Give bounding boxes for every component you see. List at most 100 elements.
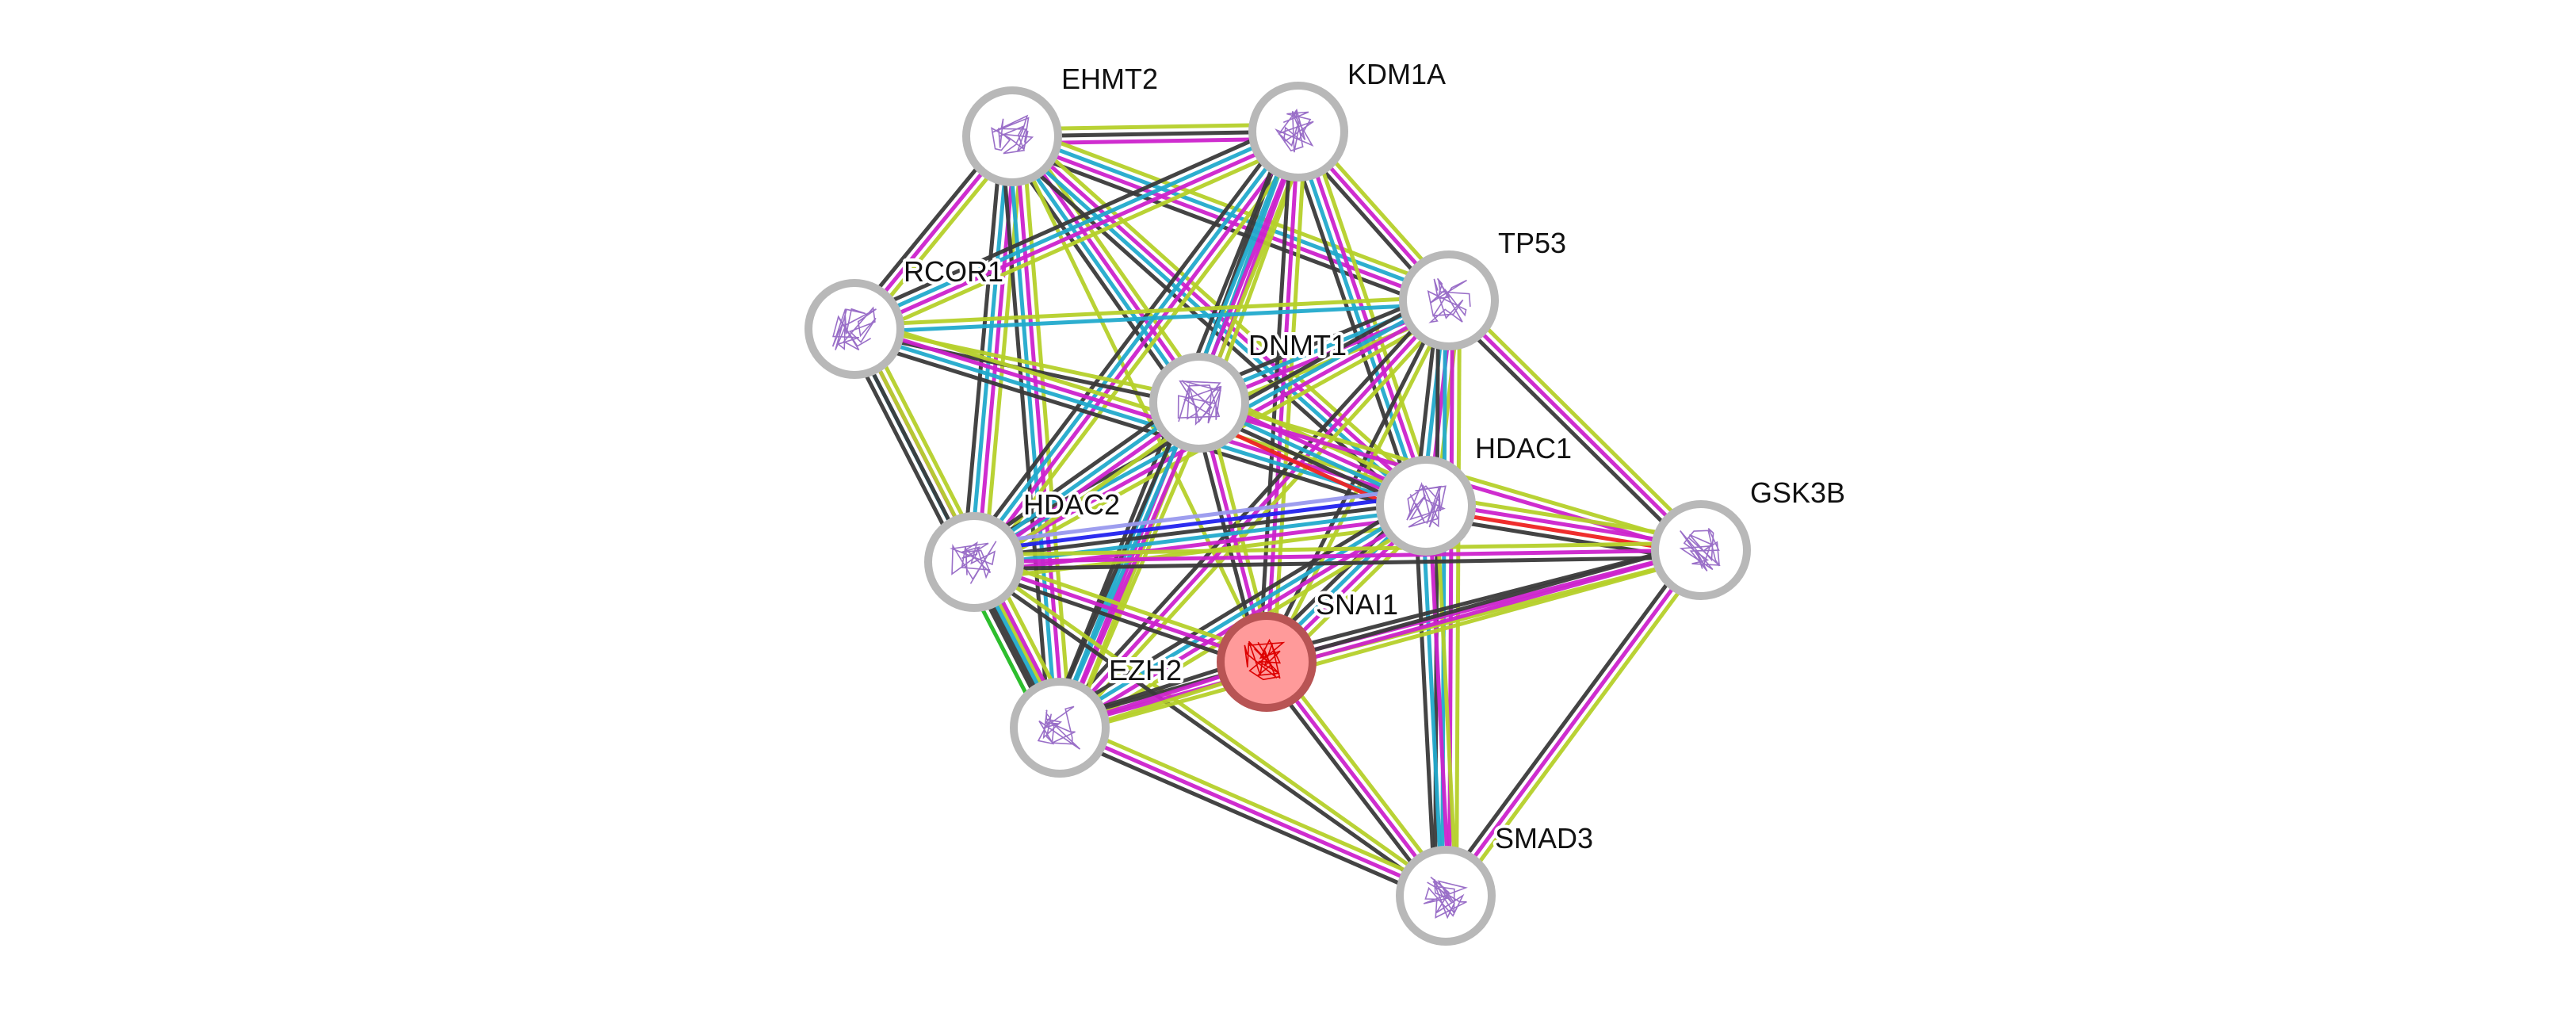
node-label: SNAI1 bbox=[1316, 588, 1398, 621]
edge-textmining-line bbox=[976, 553, 1270, 657]
edge-coexpression-line bbox=[970, 563, 1445, 900]
edge-tp53-rcor1[interactable] bbox=[854, 295, 1450, 335]
edge-textmining-line bbox=[975, 557, 1450, 895]
edge-coexpression-line bbox=[1056, 732, 1444, 904]
edge-experiments-line bbox=[975, 132, 1303, 566]
node-label: EHMT2 bbox=[1061, 63, 1158, 95]
edge-textmining-line bbox=[858, 140, 1304, 341]
edge-coexpression-line bbox=[1257, 131, 1294, 662]
edges-layer bbox=[843, 120, 1709, 904]
edge-experiments-line bbox=[1427, 505, 1451, 896]
edge-databases-line bbox=[1007, 137, 1198, 407]
edge-databases-line bbox=[969, 136, 1011, 562]
edge-databases-line bbox=[854, 301, 1450, 335]
node-circle[interactable] bbox=[1149, 353, 1249, 453]
protein-structure-icon bbox=[1423, 876, 1468, 920]
node-label: EZH2 bbox=[1109, 654, 1182, 686]
edge-hdac1-smad3[interactable] bbox=[1413, 505, 1458, 897]
edge-tp53-gsk3b[interactable] bbox=[1442, 293, 1708, 557]
node-kdm1a[interactable]: KDM1A bbox=[1248, 55, 1449, 182]
edge-experiments-line bbox=[975, 514, 1428, 575]
edge-coexpression-line bbox=[1442, 304, 1698, 557]
node-ehmt2[interactable]: EHMT2 bbox=[962, 59, 1161, 186]
node-label: KDM1A bbox=[1347, 58, 1446, 90]
node-dnmt1[interactable]: DNMT1 bbox=[1149, 326, 1350, 453]
edge-homology-line bbox=[971, 486, 1424, 547]
protein-structure-icon bbox=[1406, 481, 1447, 528]
node-label: SMAD3 bbox=[1495, 822, 1593, 855]
edge-experiments-line bbox=[975, 136, 1018, 563]
edge-cooccurrence-line bbox=[973, 493, 1425, 554]
edge-textmining-line bbox=[1306, 127, 1439, 503]
edge-kdm1a-rcor1[interactable] bbox=[849, 120, 1304, 341]
node-gsk3b[interactable]: GSK3B bbox=[1651, 473, 1848, 600]
edge-coexpression-line bbox=[1438, 545, 1697, 893]
node-rcor1[interactable]: RCOR1 bbox=[805, 252, 1007, 379]
edge-hdac2-gsk3b[interactable] bbox=[973, 541, 1702, 572]
edge-experiments-line bbox=[1443, 549, 1703, 897]
edge-coexpression-line bbox=[1286, 134, 1418, 510]
edge-coexpression-line bbox=[999, 136, 1052, 729]
edge-experiments-line bbox=[1299, 129, 1431, 506]
edge-experiments-line bbox=[973, 560, 1267, 664]
edge-gsk3b-smad3[interactable] bbox=[1438, 545, 1709, 901]
edge-coexpression-line bbox=[964, 124, 1292, 557]
edge-coexpression-line bbox=[974, 555, 1702, 572]
edge-textmining-line bbox=[1271, 132, 1308, 663]
node-snai1[interactable]: SNAI1 bbox=[1217, 585, 1401, 712]
node-circle[interactable] bbox=[962, 86, 1062, 186]
edge-textmining-line bbox=[1061, 555, 1704, 737]
protein-structure-icon bbox=[991, 114, 1034, 155]
edge-ehmt2-hdac2[interactable] bbox=[961, 135, 1025, 564]
edge-kdm1a-hdac1[interactable] bbox=[1286, 127, 1439, 510]
protein-structure-icon bbox=[1679, 528, 1721, 572]
node-label: TP53 bbox=[1498, 227, 1566, 259]
node-label: RCOR1 bbox=[904, 255, 1003, 288]
edge-coexpression-line bbox=[1053, 495, 1422, 721]
node-circle[interactable] bbox=[1399, 250, 1499, 350]
edge-kdm1a-hdac2[interactable] bbox=[964, 124, 1309, 570]
node-circle[interactable] bbox=[1376, 456, 1476, 556]
edge-textmining-line bbox=[1450, 552, 1709, 901]
edge-ezh2-smad3[interactable] bbox=[1056, 719, 1450, 904]
protein-structure-icon bbox=[1427, 277, 1471, 323]
node-ezh2[interactable]: EZH2 bbox=[1010, 651, 1185, 778]
edge-experiments-line bbox=[1010, 137, 1449, 306]
node-label: HDAC2 bbox=[1023, 488, 1120, 521]
edge-textmining-line bbox=[1434, 505, 1458, 896]
node-tp53[interactable]: TP53 bbox=[1399, 224, 1569, 350]
edge-textmining-line bbox=[1061, 719, 1450, 892]
node-smad3[interactable]: SMAD3 bbox=[1396, 819, 1596, 946]
edge-hdac2-snai1[interactable] bbox=[971, 553, 1270, 671]
edge-hdac2-smad3[interactable] bbox=[970, 557, 1450, 900]
node-hdac2[interactable]: HDAC2 bbox=[924, 485, 1123, 612]
edge-experiments-line bbox=[1059, 548, 1702, 730]
edge-coexpression-line bbox=[1007, 144, 1447, 312]
edge-experiments-line bbox=[854, 132, 1301, 335]
edge-experiments-line bbox=[973, 548, 1702, 564]
edge-textmining-line bbox=[980, 136, 1309, 570]
edge-experiments-line bbox=[1447, 299, 1703, 552]
edge-textmining-line bbox=[854, 295, 1449, 328]
protein-structure-icon bbox=[831, 306, 877, 351]
edge-textmining-line bbox=[1068, 406, 1211, 733]
protein-structure-icon bbox=[1244, 638, 1286, 681]
edge-coexpression-line bbox=[971, 567, 1265, 671]
protein-structure-icon bbox=[1037, 705, 1081, 750]
edge-coexpression-line bbox=[1413, 506, 1438, 897]
edge-databases-line bbox=[1293, 132, 1425, 508]
edge-textmining-line bbox=[1452, 293, 1708, 547]
node-label: DNMT1 bbox=[1248, 329, 1347, 361]
edge-databases-line bbox=[852, 126, 1298, 328]
edge-gsk3b-ezh2[interactable] bbox=[1057, 541, 1704, 737]
protein-structure-icon bbox=[1275, 108, 1314, 153]
node-hdac1[interactable]: HDAC1 bbox=[1376, 429, 1575, 556]
edge-ehmt2-snai1[interactable] bbox=[1010, 135, 1269, 663]
edge-experiments-line bbox=[1058, 299, 1450, 729]
edge-experiments-line bbox=[1013, 136, 1065, 728]
edge-databases-line bbox=[1420, 506, 1445, 897]
edge-textmining-line bbox=[1454, 300, 1462, 897]
edge-databases-line bbox=[1057, 501, 1425, 727]
